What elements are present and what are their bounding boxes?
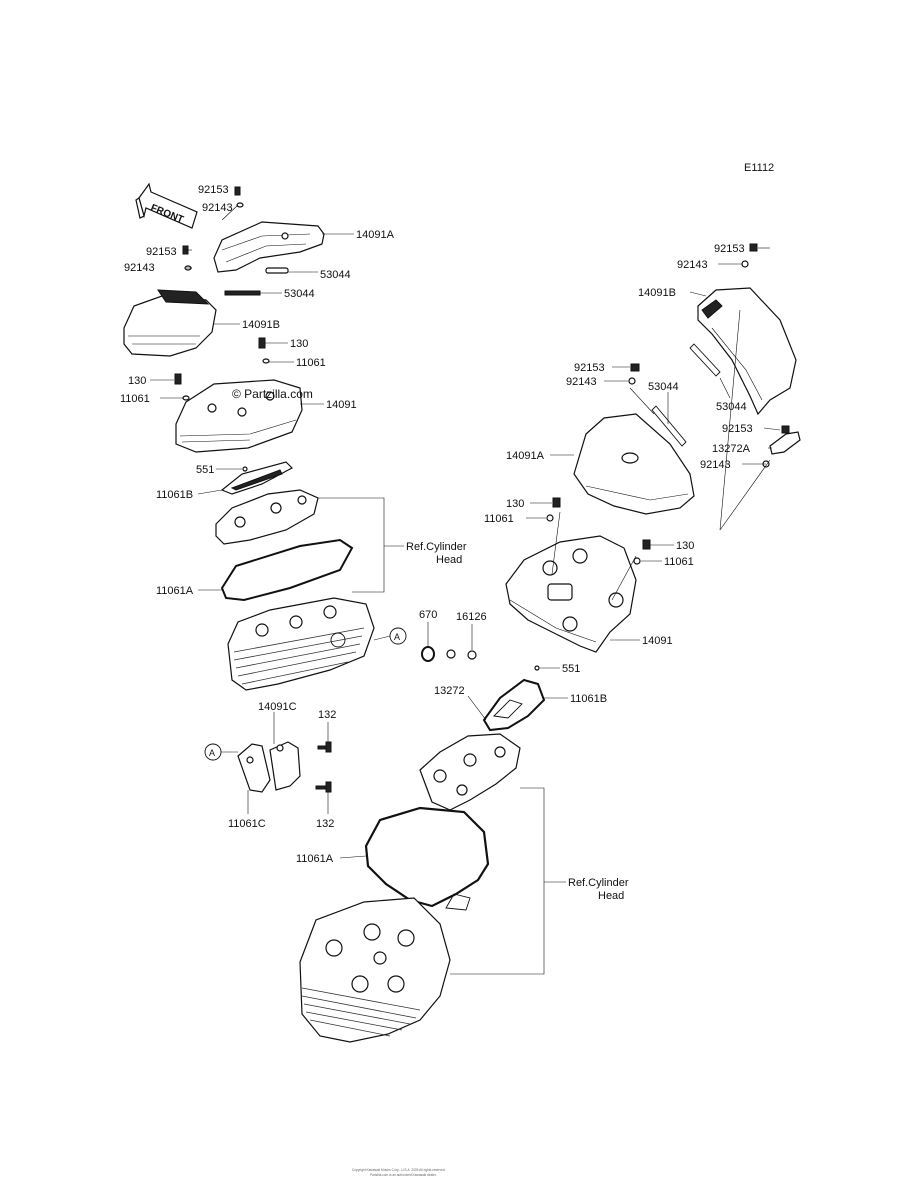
label-13272A: 13272A (712, 443, 751, 455)
label-53044: 53044 (320, 269, 351, 281)
cover-14091A-right (573, 413, 695, 515)
label-92143: 92143 (124, 262, 155, 274)
label-14091A: 14091A (356, 229, 395, 241)
label-11061C: 11061C (228, 818, 266, 830)
washer-92143-right-top (741, 260, 749, 268)
ref-cylinder-head-left: Ref.Cylinder (406, 541, 467, 553)
label-14091: 14091 (642, 635, 673, 647)
label-14091B: 14091B (638, 287, 676, 299)
label-92143: 92143 (677, 259, 708, 271)
cover-14091-right (505, 535, 637, 653)
marker-a-left: A (204, 743, 222, 761)
gasket-11061A-left (220, 538, 354, 602)
label-53044: 53044 (284, 288, 315, 300)
label-132: 132 (316, 818, 334, 830)
pin-53044-a (265, 267, 289, 274)
grommet-11061-right-b (633, 557, 641, 565)
label-11061: 11061 (484, 513, 514, 525)
marker-a-right: A (389, 627, 407, 645)
bolt-132-a (317, 741, 332, 753)
bolt-132-b (315, 781, 332, 793)
label-11061: 11061 (664, 556, 694, 568)
bolt-92153-top (234, 186, 241, 196)
bolt-130-right-a (552, 497, 561, 508)
footer-line-2: Partzilla.com is an authorized Kawasaki … (370, 1173, 437, 1177)
label-130: 130 (506, 498, 524, 510)
front-arrow-icon: FRONT (135, 182, 198, 229)
plug-551-right (534, 665, 540, 671)
bolt-130-a (258, 337, 266, 349)
label-11061: 11061 (296, 357, 326, 369)
label-11061B: 11061B (156, 489, 193, 501)
label-92153: 92153 (714, 243, 745, 255)
gasket-11061B-right (482, 678, 546, 732)
label-53044: 53044 (716, 401, 747, 413)
pin-53044-b (224, 290, 261, 296)
label-551: 551 (562, 663, 580, 675)
label-11061B: 11061B (570, 693, 607, 705)
bolt-92153-right-top (749, 243, 758, 252)
label-92143: 92143 (202, 202, 233, 214)
cover-14091B-left (123, 289, 217, 357)
gasket-11061B-left (220, 461, 293, 495)
grommet-11061-right-a (546, 514, 554, 522)
bracket-13272A (769, 431, 801, 455)
part-labels: 92153 92143 14091A 92153 92143 53044 530… (120, 184, 753, 902)
bolt-130-b (174, 373, 182, 385)
label-130: 130 (290, 338, 308, 350)
bolt-92153-right-side (781, 425, 790, 434)
ref-cylinder-head-right: Ref.Cylinder (568, 877, 629, 889)
label-92153: 92153 (146, 246, 177, 258)
washer-92143-right-mid (628, 377, 636, 385)
label-11061A: 11061A (156, 585, 194, 597)
cover-14091B-right (697, 287, 797, 416)
ref-head-left: Head (436, 554, 462, 566)
oring-670 (421, 646, 435, 662)
label-14091C: 14091C (258, 701, 297, 713)
cylinder-head-right (299, 897, 451, 1043)
bolt-92153-right-mid (630, 363, 640, 372)
label-551: 551 (196, 464, 214, 476)
rocker-holder-right (419, 733, 521, 811)
label-11061A: 11061A (296, 853, 334, 865)
cover-14091-left: © Partzilla.com (175, 379, 313, 453)
pin-53044-mid-right (651, 405, 687, 447)
label-11061: 11061 (120, 393, 150, 405)
label-92143: 92143 (700, 459, 731, 471)
cover-14091A-left (213, 221, 325, 273)
nut-16126 (467, 650, 477, 660)
rocker-holder-left (215, 489, 319, 545)
cover-14091C (237, 741, 301, 793)
label-92153: 92153 (722, 423, 753, 435)
label-92153: 92153 (198, 184, 229, 196)
label-132: 132 (318, 709, 336, 721)
label-130: 130 (128, 375, 146, 387)
diagram-code: E1112 (744, 162, 774, 174)
label-13272: 13272 (434, 685, 465, 697)
pin-53044-long-right (689, 343, 721, 377)
label-14091B: 14091B (242, 319, 280, 331)
bolt-130-right-b (642, 539, 651, 550)
grommet-11061-a (262, 358, 270, 364)
plug-551-left (242, 466, 248, 472)
label-670: 670 (419, 609, 437, 621)
cylinder-head-left (227, 597, 375, 691)
label-92153: 92153 (574, 362, 605, 374)
svg-text:A: A (394, 632, 400, 642)
washer-16126-a (446, 649, 456, 659)
leader-lines (150, 204, 781, 975)
ref-head-right: Head (598, 890, 624, 902)
washer-92143-top (236, 202, 244, 208)
label-14091: 14091 (326, 399, 357, 411)
label-14091A: 14091A (506, 450, 545, 462)
gasket-11061A-right (364, 806, 490, 911)
label-16126: 16126 (456, 611, 487, 623)
label-53044: 53044 (648, 381, 679, 393)
watermark-text: © Partzilla.com (232, 387, 313, 401)
label-130: 130 (676, 540, 694, 552)
footer-line-1: Copyright Kawasaki Motors Corp., U.S.A. … (352, 1168, 446, 1172)
svg-text:A: A (209, 748, 215, 758)
label-92143: 92143 (566, 376, 597, 388)
